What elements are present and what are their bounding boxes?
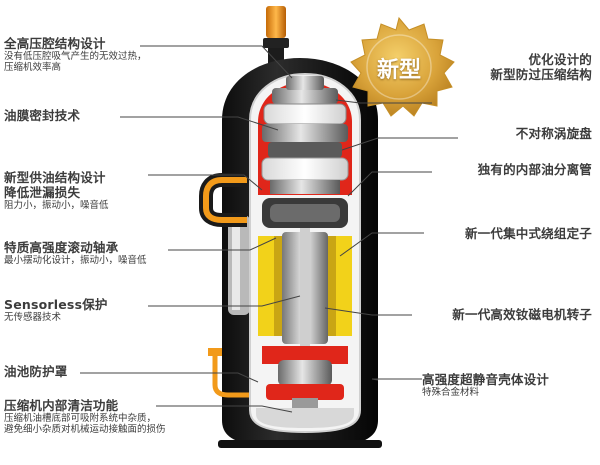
callout-desc-1: 没有低压腔吸气产生的无效过热， bbox=[4, 51, 147, 62]
callout-title: 新型供油结构设计 bbox=[4, 170, 106, 185]
callout-desc-1: 无传感器技术 bbox=[4, 312, 62, 323]
cutaway-section bbox=[249, 72, 361, 434]
callout-title: 独有的内部油分离管 bbox=[477, 162, 592, 177]
suction-pipe bbox=[199, 173, 247, 227]
callout-title: 油膜密封技术 bbox=[4, 108, 81, 123]
callout-title: 高强度超静音壳体设计 bbox=[422, 372, 550, 387]
callout-anti-overcompression: 优化设计的 新型防过压缩结构 bbox=[466, 52, 592, 82]
badge-label: 新型 bbox=[376, 58, 421, 83]
new-type-badge bbox=[350, 16, 455, 117]
callout-asymmetric-scroll: 不对称涡旋盘 bbox=[466, 126, 592, 141]
callout-title: 新一代集中式绕组定子 bbox=[464, 226, 592, 241]
oil-pipe bbox=[208, 348, 255, 398]
callout-title: 优化设计的 bbox=[528, 52, 592, 67]
callout-title: 全高压腔结构设计 bbox=[4, 36, 106, 51]
callout-title: 油池防护罩 bbox=[4, 364, 68, 379]
callout-silent-shell: 高强度超静音壳体设计 特殊合金材料 bbox=[422, 372, 549, 398]
callout-title-2: 新型防过压缩结构 bbox=[490, 67, 592, 82]
callout-title: 新一代高效钕磁电机转子 bbox=[452, 307, 592, 322]
callout-neodymium-rotor: 新一代高效钕磁电机转子 bbox=[412, 307, 592, 322]
callout-oil-pool-guard: 油池防护罩 bbox=[4, 364, 68, 379]
callout-oil-film-seal: 油膜密封技术 bbox=[4, 108, 80, 123]
callout-title: Sensorless保护 bbox=[4, 297, 108, 312]
callout-concentrated-stator: 新一代集中式绕组定子 bbox=[424, 226, 592, 241]
callout-desc-2: 避免细小杂质对机械运动接触面的损伤 bbox=[4, 424, 166, 436]
callout-internal-cleaning: 压缩机内部清洁功能 压缩机油槽底部可吸附系统中杂质， 避免细小杂质对机械运动接触… bbox=[4, 398, 166, 436]
leader-lines bbox=[80, 45, 458, 413]
callout-desc-1: 特殊合金材料 bbox=[422, 387, 480, 398]
callout-title: 不对称涡旋盘 bbox=[515, 126, 592, 141]
compressor-base bbox=[218, 440, 382, 448]
callout-desc-1: 阻力小，振动小，噪音低 bbox=[4, 200, 109, 211]
callout-oil-separator: 独有的内部油分离管 bbox=[432, 162, 592, 177]
callout-desc-1: 最小摆动化设计，振动小，噪音低 bbox=[4, 255, 147, 266]
callout-desc-2: 压缩机效率高 bbox=[4, 62, 62, 74]
callout-desc-1: 压缩机油槽底部可吸附系统中杂质， bbox=[4, 413, 157, 424]
callout-title-2: 降低泄漏损失 bbox=[4, 185, 81, 200]
callout-rolling-bearing: 特质高强度滚动轴承 最小摆动化设计，振动小，噪音低 bbox=[4, 240, 147, 266]
callout-high-pressure-shell: 全高压腔结构设计 没有低压腔吸气产生的无效过热， 压缩机效率高 bbox=[4, 36, 147, 74]
callout-title: 特质高强度滚动轴承 bbox=[4, 240, 119, 255]
callout-sensorless: Sensorless保护 无传感器技术 bbox=[4, 297, 108, 323]
callout-title: 压缩机内部清洁功能 bbox=[4, 398, 119, 413]
callout-oil-supply: 新型供油结构设计 降低泄漏损失 阻力小，振动小，噪音低 bbox=[4, 170, 109, 211]
